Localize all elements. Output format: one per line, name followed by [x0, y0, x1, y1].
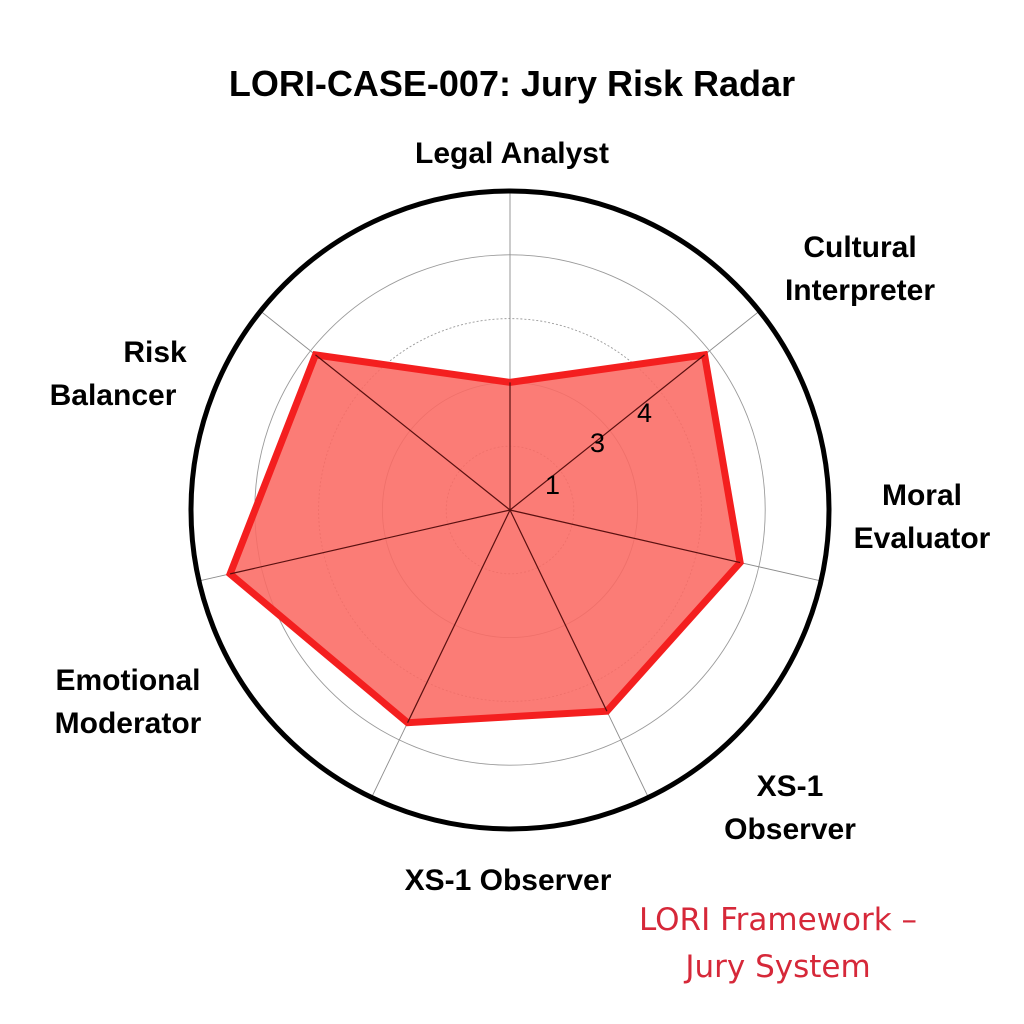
axis-label-xs1-observer-se-line2: Observer — [724, 813, 856, 846]
axis-label-emotional-moderator-line2: Moderator — [55, 707, 202, 740]
axis-spoke-inner-5 — [229, 509, 511, 575]
legend-label-line1: LORI Framework – — [639, 902, 917, 938]
radar-spokes — [229, 354, 741, 723]
data-series-polygon — [225, 350, 744, 727]
axis-label-moral-evaluator-line1: Moral — [882, 479, 962, 512]
radial-tick-3: 3 — [590, 428, 605, 458]
axis-spoke-inner-3 — [509, 509, 608, 712]
axis-label-cultural-interpreter-line2: Interpreter — [785, 274, 935, 307]
axis-label-xs1-observer-se-line1: XS-1 — [757, 770, 824, 803]
axis-spoke-inner-6 — [315, 354, 511, 511]
page-title: LORI-CASE-007: Jury Risk Radar — [229, 63, 795, 104]
axis-spoke-inner-2 — [509, 509, 741, 564]
axis-label-cultural-interpreter-line1: Cultural — [803, 231, 916, 264]
radial-tick-1: 1 — [545, 470, 560, 500]
radial-tick-4: 4 — [637, 398, 652, 428]
axis-spoke-inner-1 — [509, 354, 705, 511]
axis-spoke-inner-4 — [407, 509, 511, 723]
outer-boundary-circle — [188, 188, 832, 832]
axis-label-emotional-moderator-line1: Emotional — [55, 664, 200, 697]
legend-label-line2: Jury System — [683, 949, 870, 985]
axis-label-risk-balancer-line1: Risk — [123, 336, 187, 369]
axis-label-xs1-observer-south: XS-1 Observer — [405, 864, 612, 897]
axis-label-legal-analyst: Legal Analyst — [415, 137, 609, 170]
axis-label-risk-balancer-line2: Balancer — [50, 379, 177, 412]
axis-label-moral-evaluator-line2: Evaluator — [854, 522, 991, 555]
